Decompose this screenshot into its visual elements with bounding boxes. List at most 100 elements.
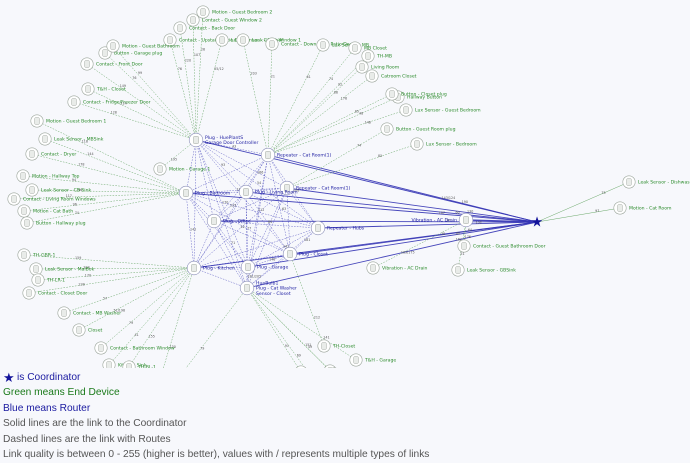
router-node[interactable]: Repeater - Cat Room(1) bbox=[260, 147, 332, 163]
end-device-node[interactable]: Leak Sensor - Dishwasher bbox=[622, 175, 690, 189]
router-link bbox=[193, 154, 269, 269]
end-device-node[interactable]: Contact - Living Room Windows bbox=[7, 192, 96, 206]
link-quality-label: 94 bbox=[72, 178, 76, 182]
end-device-node[interactable]: Contact - Guest Bathroom Door bbox=[457, 239, 546, 253]
end-device-node[interactable]: Leak Sensor - MaiBok bbox=[29, 262, 95, 276]
link-quality-label: 84 bbox=[268, 220, 272, 224]
end-device-link bbox=[13, 192, 187, 200]
device-icon bbox=[414, 140, 420, 148]
end-device-node[interactable]: TH-LR-1 bbox=[31, 273, 65, 287]
router-node[interactable]: Plug - Living Room bbox=[238, 184, 298, 200]
coordinator-link bbox=[193, 221, 538, 269]
end-device-link bbox=[192, 19, 197, 141]
router-link bbox=[247, 154, 269, 268]
end-device-node[interactable]: Button - Hallway plug bbox=[20, 216, 86, 230]
end-device-link bbox=[86, 63, 197, 141]
end-device-node[interactable]: Contact - Closet Door bbox=[22, 286, 88, 300]
device-icon bbox=[243, 188, 249, 196]
end-device-label: Leak Sensor - MBSink bbox=[54, 137, 104, 143]
device-icon bbox=[359, 63, 365, 71]
end-device-node[interactable]: T&H - Closet bbox=[81, 82, 126, 96]
coordinator-link bbox=[267, 154, 538, 223]
end-device-node[interactable]: Closet bbox=[72, 323, 103, 337]
link-quality-label: 118 bbox=[82, 140, 88, 144]
end-device-node[interactable]: Contact - Washer bbox=[295, 365, 350, 368]
end-device-node[interactable]: Contact - Front Door bbox=[80, 57, 143, 71]
end-device-link bbox=[128, 267, 195, 368]
end-device-node[interactable]: Motion - Hallway Top bbox=[16, 169, 80, 183]
router-label: Plug - Bedroom bbox=[195, 191, 231, 197]
end-device-node[interactable]: MB Closet bbox=[348, 41, 387, 55]
end-device-node[interactable]: Button - Guest Room plug bbox=[380, 122, 456, 136]
end-device-node[interactable]: Leak Sensor - GBSink bbox=[451, 263, 516, 277]
router-link bbox=[195, 139, 215, 222]
router-node[interactable]: Plug - Office bbox=[206, 213, 251, 229]
end-device-node[interactable]: Motion - Cat Bath bbox=[17, 204, 73, 218]
end-device-node[interactable]: Motion - Guest Bedroom 1 bbox=[30, 114, 107, 128]
router-node[interactable]: Repeater - Hubs bbox=[310, 220, 365, 236]
link-quality-label: 85 bbox=[355, 109, 359, 113]
link-quality-label: 108 bbox=[293, 189, 299, 193]
end-device-node[interactable]: Motion - Guest Bathroom bbox=[106, 39, 180, 53]
router-label: Plug - Cat Washer bbox=[256, 286, 297, 292]
coordinator-star-icon[interactable]: ★ bbox=[531, 215, 544, 231]
end-device-node[interactable]: TH-MB bbox=[361, 49, 392, 63]
end-device-link bbox=[63, 267, 195, 314]
link-quality-label: 181 bbox=[304, 238, 310, 242]
end-device-node[interactable]: Motion - Guest Bedroom 2 bbox=[196, 5, 273, 19]
end-device-node[interactable]: Motion - Cat Room bbox=[613, 201, 672, 215]
router-link bbox=[185, 192, 248, 289]
coordinator-link bbox=[195, 139, 538, 223]
end-device-label: Lux Sensor - Guest Bedroom bbox=[415, 108, 481, 114]
router-link bbox=[247, 253, 291, 268]
link-quality-label: 77 bbox=[247, 227, 251, 231]
end-device-node[interactable]: T&H - Garage bbox=[349, 353, 397, 367]
device-icon bbox=[626, 178, 632, 186]
end-device-node[interactable]: Leak Sensor - CB Sink bbox=[25, 183, 92, 197]
end-device-link bbox=[267, 47, 356, 156]
router-node[interactable]: Plug - Closet bbox=[282, 246, 328, 262]
router-node[interactable]: Plug - Kitchen bbox=[186, 260, 235, 276]
end-device-node[interactable]: Contact - Back Door bbox=[173, 21, 235, 35]
link-quality-label: 79 bbox=[200, 347, 204, 351]
end-device-node[interactable]: Leak Sensor - MBSink bbox=[38, 132, 104, 146]
router-link bbox=[245, 154, 269, 193]
end-device-node[interactable]: Lux Sensor - Bedroom bbox=[410, 137, 477, 151]
router-node[interactable]: Vibration - AC Drain bbox=[412, 212, 474, 228]
end-device-node[interactable]: Contact - Upstairs Patio Door bbox=[163, 33, 246, 47]
link-quality-label: 220 bbox=[185, 59, 191, 63]
end-device-node[interactable]: Motion - Garage 3 bbox=[324, 364, 381, 368]
end-device-node[interactable]: TH-BL-1 bbox=[122, 360, 156, 368]
end-device-node[interactable]: Motion - Garage 1 bbox=[153, 162, 211, 176]
device-icon bbox=[20, 172, 26, 180]
end-device-node[interactable]: TH-Closet bbox=[317, 339, 356, 353]
router-node[interactable]: Plug - Bedroom bbox=[178, 185, 231, 201]
end-device-node[interactable]: TH-GBR-1 bbox=[17, 248, 56, 262]
router-label: Repeater - Cat Room(1) bbox=[277, 153, 332, 159]
legend-dashed-lines: Dashed lines are the link with Routes bbox=[3, 433, 171, 445]
device-icon bbox=[321, 342, 327, 350]
end-device-node[interactable]: Contact - Dryer bbox=[25, 147, 77, 161]
end-device-node[interactable]: Lux Sensor - Guest Bedroom bbox=[399, 103, 481, 117]
end-device-node[interactable]: Contact - Bathroom Window bbox=[94, 341, 175, 355]
end-device-node[interactable]: Button - Closet plug bbox=[385, 87, 447, 101]
router-node[interactable]: Plug - Garage bbox=[240, 259, 288, 275]
end-device-label: Contact - Front Door bbox=[96, 62, 143, 68]
end-device-node[interactable]: Vibration - AC Drain bbox=[366, 261, 428, 275]
network-map: 4354931701081661121874218184148631411422… bbox=[7, 5, 690, 368]
end-device-label: Contact - MB Washer bbox=[73, 311, 121, 317]
end-device-link bbox=[23, 254, 195, 269]
end-device-link bbox=[246, 287, 329, 368]
router-link bbox=[213, 191, 247, 222]
router-node[interactable]: Repeater - Cat Room(1) bbox=[279, 180, 351, 196]
device-icon bbox=[200, 8, 206, 16]
end-device-node[interactable]: Contact - MB Washer bbox=[57, 306, 121, 320]
end-device-node[interactable]: Catroom Closet bbox=[365, 69, 417, 83]
end-device-node[interactable]: Living Room bbox=[355, 60, 400, 74]
end-device-node[interactable]: Leak Sensor - Guest Window 1 bbox=[215, 33, 301, 47]
end-device-node[interactable]: Contact - Fridge/Freezer Door bbox=[67, 95, 151, 109]
end-device-node[interactable]: Contact - Guest Window 2 bbox=[186, 13, 262, 27]
device-icon bbox=[617, 204, 623, 212]
